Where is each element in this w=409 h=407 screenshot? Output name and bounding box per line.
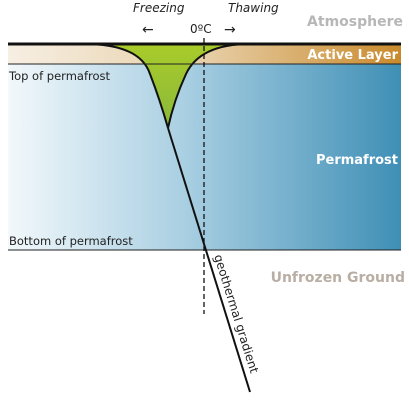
freezing-label: Freezing: [133, 1, 185, 15]
temperature-envelope-fill: [84, 44, 250, 128]
active-layer-label: Active Layer: [307, 48, 398, 63]
arrow-right-icon: →: [224, 22, 236, 38]
temperature-envelope-outline: [83, 43, 251, 129]
permafrost-label: Permafrost: [316, 153, 398, 168]
atmosphere-label: Atmosphere: [307, 14, 403, 30]
geothermal-gradient-label: geothermal gradient: [211, 253, 261, 375]
zero-celsius-label: 0ºC: [190, 22, 212, 36]
bottom-of-permafrost-label: Bottom of permafrost: [9, 234, 133, 248]
arrow-left-icon: ←: [142, 22, 154, 38]
top-of-permafrost-label: Top of permafrost: [8, 69, 111, 83]
unfrozen-ground-label: Unfrozen Ground: [271, 270, 405, 286]
geothermal-gradient-line: [167, 127, 251, 393]
thawing-label: Thawing: [228, 1, 279, 15]
